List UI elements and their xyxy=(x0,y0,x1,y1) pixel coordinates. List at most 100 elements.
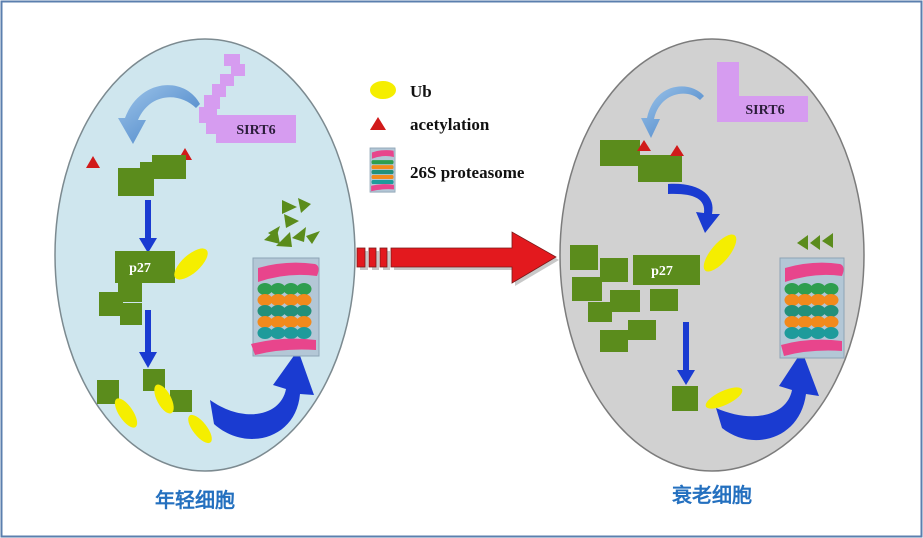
senescent-p27-label: p27 xyxy=(651,264,673,279)
senescent-arrow-down xyxy=(677,322,695,385)
legend-proteasome-label: 26S proteasome xyxy=(410,163,525,182)
p27-block xyxy=(97,380,119,404)
p27-block xyxy=(120,303,142,325)
legend-ub-icon xyxy=(370,81,396,99)
arrow-head xyxy=(139,238,157,253)
peptide-fragment xyxy=(284,214,299,228)
young-sirt6 xyxy=(199,54,296,143)
transition-arrow-body xyxy=(356,231,557,284)
ub-ellipse xyxy=(114,398,138,428)
senescent-ub-on-p27 xyxy=(703,234,737,272)
peptide-fragment xyxy=(282,200,297,214)
peptide-fragment xyxy=(292,227,306,242)
peptide-fragment xyxy=(822,233,833,248)
acetylation-triangle xyxy=(637,140,651,151)
proteasome-cap-bottom xyxy=(781,339,842,356)
p27-block xyxy=(650,289,678,311)
proteasome-core xyxy=(257,283,312,339)
p27-block xyxy=(170,390,192,412)
arrow-shaft xyxy=(683,322,689,372)
p27-block xyxy=(118,282,142,302)
proteasome-cap-top xyxy=(785,262,844,282)
senescent-proteasome xyxy=(779,257,845,359)
peptide-fragment xyxy=(810,235,820,250)
senescent-degradation-arrow xyxy=(716,351,819,441)
peptide-fragment xyxy=(276,232,292,247)
young-cell-caption: 年轻细胞 xyxy=(155,488,235,512)
senescent-acetylation-marks xyxy=(637,140,684,156)
transition-arrow-dash xyxy=(379,247,388,268)
p27-block xyxy=(572,277,602,301)
legend-proteasome-icon xyxy=(369,147,396,193)
young-sirt6-label: SIRT6 xyxy=(236,123,275,138)
acetylation-triangle xyxy=(670,145,684,156)
p27-label-block xyxy=(633,255,700,285)
young-p27 xyxy=(99,251,175,325)
sirt6-label-box xyxy=(717,96,808,122)
proteasome-cap-bottom xyxy=(251,338,316,355)
peptide-fragment xyxy=(268,226,280,238)
aging-transition-arrow xyxy=(356,231,559,286)
young-proteasome xyxy=(251,257,320,357)
senescent-acetylated-p27 xyxy=(600,140,682,182)
senescent-sirt6 xyxy=(717,62,808,122)
senescent-sirt6-label: SIRT6 xyxy=(745,103,784,118)
young-ub-on-p27 xyxy=(174,248,208,280)
peptide-fragment xyxy=(306,231,320,244)
p27-block xyxy=(99,292,123,316)
senescent-ub-chain xyxy=(705,387,743,409)
p27-block xyxy=(588,302,612,322)
peptide-fragment xyxy=(298,198,311,213)
senescent-degraded-peptides xyxy=(797,233,833,250)
arrow-head xyxy=(139,352,157,368)
senescent-cell: SIRT6 p27 xyxy=(559,38,865,507)
young-cell: SIRT6 p27 xyxy=(54,38,356,512)
legend-acetylation-label: acetylation xyxy=(410,115,490,134)
young-degraded-peptides xyxy=(264,198,320,247)
senescent-p27-fragment xyxy=(672,386,698,411)
senescent-p27-accumulation xyxy=(570,245,700,352)
p27-block xyxy=(610,290,640,312)
transition-arrow-main xyxy=(390,231,557,284)
young-degradation-arrow xyxy=(210,350,314,439)
p27-block xyxy=(570,245,598,270)
senescent-cell-caption: 衰老细胞 xyxy=(671,483,752,507)
ub-ellipse xyxy=(188,414,212,444)
young-arrow-down-1 xyxy=(139,200,157,253)
p27-block xyxy=(628,320,656,340)
p27-block xyxy=(118,168,154,196)
arrow-head xyxy=(677,370,695,385)
legend-acetylation-icon xyxy=(370,117,386,130)
sirt6-block xyxy=(231,64,245,76)
acetylation-triangle xyxy=(86,156,100,168)
young-arrow-down-2 xyxy=(139,310,157,368)
young-deacetylation-arrow xyxy=(118,85,200,144)
sirt6-block xyxy=(224,54,240,66)
p27-block xyxy=(600,330,628,352)
senescent-deacetylation-arrow xyxy=(641,86,704,138)
legend-ub-label: Ub xyxy=(410,82,432,101)
senescent-acetylation-arrow xyxy=(668,183,720,233)
proteasome-cap-top xyxy=(258,262,319,282)
sirt6-block xyxy=(717,62,739,98)
p27-block xyxy=(600,258,628,282)
sirt6-label-box xyxy=(216,115,296,143)
legend: Ub acetylation 26S proteasome xyxy=(369,81,525,193)
sirt6-block xyxy=(212,84,226,97)
peptide-fragment xyxy=(797,235,808,250)
transition-arrow-dash xyxy=(356,247,366,268)
proteasome-core xyxy=(784,283,839,339)
young-p27-label: p27 xyxy=(129,261,151,276)
arrow-shaft xyxy=(145,310,151,354)
sirt6-block xyxy=(204,95,220,109)
young-acetylated-p27 xyxy=(118,155,186,196)
young-ub-chains xyxy=(114,384,212,444)
ub-ellipse xyxy=(154,384,174,414)
sirt6-block xyxy=(220,74,234,86)
arrow-shaft xyxy=(145,200,151,240)
young-ubiquitinated-p27 xyxy=(97,369,212,444)
transition-arrow-dash xyxy=(368,247,377,268)
p27-block xyxy=(638,155,682,182)
p27-block xyxy=(600,140,640,166)
